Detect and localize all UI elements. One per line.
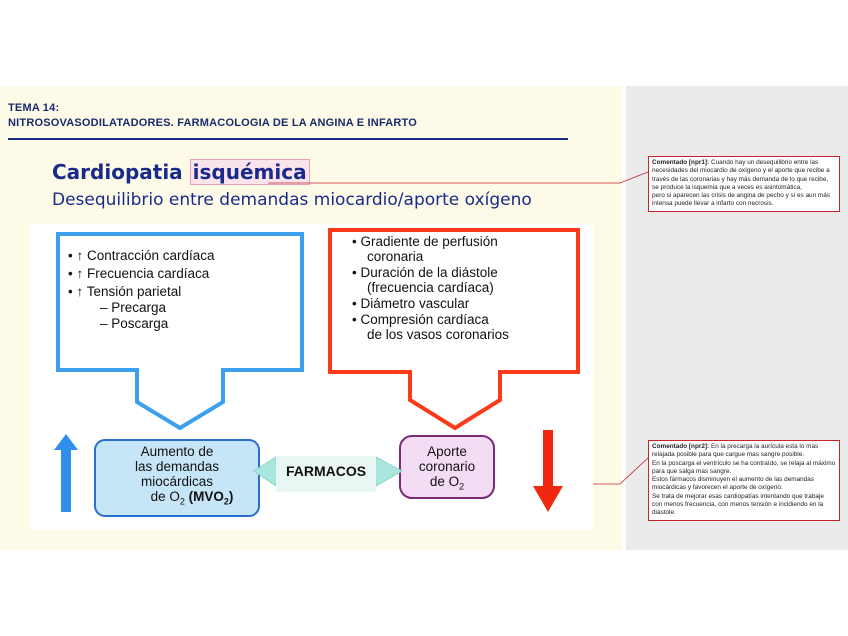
supply-box-o2: de O bbox=[429, 474, 460, 489]
comment-npr2-author: Comentado [npr2]: bbox=[652, 443, 710, 450]
comment-npr1-author: Comentado [npr1]: bbox=[652, 159, 710, 166]
demand-box-label: Aumento de las demandas miocárdicas de O… bbox=[95, 444, 259, 510]
demand-box-line2: las demandas bbox=[134, 459, 220, 474]
demand-box-line3: miocárdicas bbox=[140, 474, 214, 489]
demand-item-frequency: • ↑ Frecuencia cardíaca bbox=[68, 266, 210, 281]
supply-box-line1: Aporte bbox=[427, 444, 467, 459]
comment-npr2[interactable]: Comentado [npr2]: En la precarga la aurí… bbox=[648, 440, 840, 521]
blue-up-arrow bbox=[54, 434, 78, 512]
supply-item-gradient-2: coronaria bbox=[367, 249, 424, 264]
comment-npr1-text: Cuando hay un desequilibrio entre las ne… bbox=[652, 159, 830, 191]
comment-npr2-text3: Estos fármacos disminuyen el aumento de … bbox=[652, 476, 814, 492]
supply-arrow-outline bbox=[328, 228, 580, 431]
slide-title: Cardiopatia isquémica bbox=[52, 159, 310, 185]
doc-header-title: NITROSOVASODILATADORES. FARMACOLOGIA DE … bbox=[8, 117, 418, 129]
demand-item-poscarga: – Poscarga bbox=[100, 316, 169, 331]
demand-box-o2: de O bbox=[150, 489, 180, 504]
header-rule bbox=[8, 138, 568, 140]
red-down-arrow bbox=[533, 430, 563, 512]
supply-item-compression: • Compresión cardíaca bbox=[352, 312, 489, 327]
diagram-shapes bbox=[54, 228, 580, 517]
supply-item-gradient: • Gradiente de perfusión bbox=[352, 234, 498, 249]
slide-subtitle: Desequilibrio entre demandas miocardio/a… bbox=[52, 190, 532, 210]
diagram-figure: • ↑ Contracción cardíaca • ↑ Frecuencia … bbox=[30, 224, 593, 530]
demand-box bbox=[94, 439, 260, 517]
comment-npr2-text: En la precarga la aurícula esta lo mas r… bbox=[652, 443, 819, 459]
connector-1 bbox=[268, 171, 649, 184]
supply-item-compression-2: de los vasos coronarios bbox=[367, 327, 509, 342]
doc-header-topic: TEMA 14: bbox=[8, 102, 60, 114]
comment-npr2-text4: Se trata de mejorar esas cardiopatías in… bbox=[652, 492, 824, 517]
comment-npr1-text2: pero si aparecen las crisis de angina de… bbox=[652, 192, 830, 208]
comment-npr2-text2: En la poscarga el ventrículo se ha contr… bbox=[652, 459, 836, 475]
title-highlight-commented[interactable]: isquémica bbox=[189, 159, 310, 185]
supply-box-line2: coronario bbox=[418, 459, 476, 474]
comment-npr1[interactable]: Comentado [npr1]: Cuando hay un desequil… bbox=[648, 156, 840, 212]
demand-item-precarga: – Precarga bbox=[100, 300, 167, 315]
supply-box bbox=[399, 435, 495, 499]
supply-item-diastole: • Duración de la diástole bbox=[352, 265, 498, 280]
demand-box-line1: Aumento de bbox=[140, 444, 214, 459]
supply-box-label: Aporte coronario de O2 bbox=[400, 444, 494, 495]
supply-item-diastole-2: (frecuencia cardíaca) bbox=[367, 280, 494, 295]
supply-item-diameter: • Diámetro vascular bbox=[352, 296, 470, 311]
demand-arrow-outline bbox=[56, 232, 304, 431]
demand-item-contraction: • ↑ Contracción cardíaca bbox=[68, 248, 215, 263]
title-prefix: Cardiopatia bbox=[52, 160, 183, 184]
farmacos-label-bg bbox=[276, 456, 376, 492]
farmacos-label: FARMACOS bbox=[285, 463, 367, 479]
demand-item-tension: • ↑ Tensión parietal bbox=[68, 284, 182, 299]
